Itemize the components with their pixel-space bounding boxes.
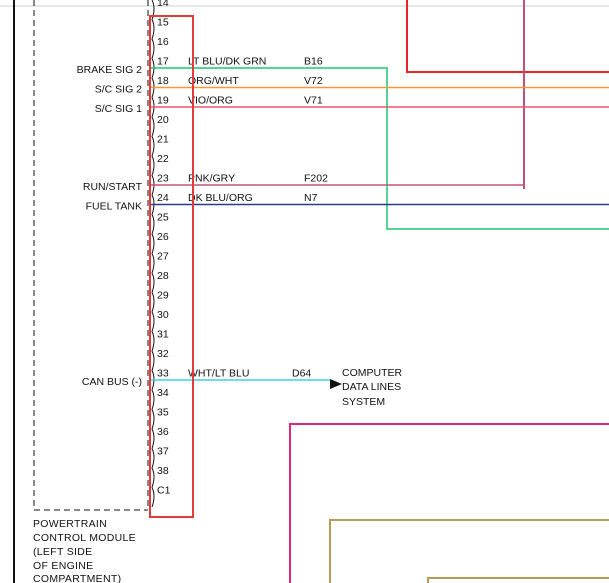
pin-number: 31 [157, 329, 169, 341]
connector-pin-row: 33 WHT/LT BLU D64 [157, 368, 311, 380]
pin-number: 32 [157, 348, 169, 360]
pin-number: 24 [157, 192, 169, 204]
pin-number: C1 [157, 485, 171, 497]
circuit-id-label: D64 [292, 368, 311, 380]
pin-number: 20 [157, 114, 169, 126]
module-label-line-4: OF ENGINE [33, 560, 93, 572]
connector-pin-row: 20 S/C SIG 1 [95, 103, 609, 126]
connector-pin-row: 15 [157, 17, 169, 29]
pin-number: 25 [157, 212, 169, 224]
destination-label-line-3: SYSTEM [342, 396, 385, 408]
tan-wire-lower [427, 577, 609, 583]
circuit-id-label: F202 [304, 173, 328, 185]
pin-number: 38 [157, 465, 169, 477]
pin-number: 35 [157, 407, 169, 419]
connector-pin-row: 26 [157, 231, 169, 243]
pin-number: 36 [157, 426, 169, 438]
pin-number: 19 [157, 95, 169, 107]
connector-pin-row: 38 [157, 465, 169, 477]
pin-number: 29 [157, 290, 169, 302]
connector-pin-row: 28 [157, 270, 169, 282]
magenta-wire-box [289, 423, 609, 583]
connector-pin-row: 19 S/C SIG 2 VIO/ORG V71 [95, 84, 609, 107]
pin-number: 14 [157, 0, 169, 9]
module-label-line-2: CONTROL MODULE [33, 532, 136, 544]
connector-pin-row: 17 LT BLU/DK GRN B16 [157, 56, 323, 68]
connector-pin-row: 30 [157, 309, 169, 321]
connector-pin-row: 25 FUEL TANK [86, 201, 609, 224]
connector-pin-row: 35 [157, 407, 169, 419]
connector-pin-row: 16 [157, 36, 169, 48]
pin-number: 28 [157, 270, 169, 282]
pin-number: 34 [157, 387, 169, 399]
pin-number: 37 [157, 446, 169, 458]
wire-color-label: PNK/GRY [188, 173, 235, 185]
pin-signal-label: S/C SIG 2 [95, 84, 142, 96]
computer-data-lines-arrow [330, 379, 342, 389]
connector-pin-row: 23 PNK/GRY F202 [157, 173, 328, 185]
connector-pin-row: 22 [157, 153, 169, 165]
wire-line [151, 67, 609, 230]
pin-number: 17 [157, 56, 169, 68]
module-label-line-3: (LEFT SIDE [33, 546, 92, 558]
connector-pin-row: C1 [157, 485, 171, 497]
connector-bracket [151, 0, 155, 508]
wire-color-label: WHT/LT BLU [188, 368, 249, 380]
module-label-line-5: COMPARTMENT) [33, 573, 121, 583]
connector-pin-row: 24 RUN/START DK BLU/ORG N7 [83, 181, 524, 204]
connector-pin-row: 27 [157, 251, 169, 263]
module-label-line-1: POWERTRAIN [33, 518, 107, 530]
circuit-id-label: V72 [304, 75, 323, 87]
pin-signal-label: RUN/START [83, 181, 143, 193]
wire-color-label: DK BLU/ORG [188, 192, 253, 204]
highlight-box [149, 15, 194, 518]
circuit-id-label: B16 [304, 56, 323, 68]
red-wire [406, 0, 609, 73]
pin-signal-label: CAN BUS (-) [82, 376, 142, 388]
pin-number: 21 [157, 134, 169, 146]
destination-label-line-1: COMPUTER [342, 367, 403, 379]
connector-pin-row: 29 [157, 290, 169, 302]
pin-number: 23 [157, 173, 169, 185]
wire-color-label: LT BLU/DK GRN [188, 56, 266, 68]
pin-number: 30 [157, 309, 169, 321]
pin-signal-label: BRAKE SIG 2 [77, 64, 143, 76]
tan-wire-box [329, 519, 609, 583]
connector-pin-row: 34 CAN BUS (-) [82, 376, 330, 399]
pin-number: 26 [157, 231, 169, 243]
pin-number: 22 [157, 153, 169, 165]
connector-pin-row: 31 [157, 329, 169, 341]
connector-pin-row: 14 [157, 0, 169, 9]
wire-color-label: VIO/ORG [188, 95, 233, 107]
pin-number: 33 [157, 368, 169, 380]
pin-signal-label: S/C SIG 1 [95, 103, 142, 115]
connector-pin-row: 36 [157, 426, 169, 438]
pin-number: 16 [157, 36, 169, 48]
connector-pin-row: 21 [157, 134, 169, 146]
circuit-id-label: N7 [304, 192, 318, 204]
pin-number: 27 [157, 251, 169, 263]
pin-signal-label: FUEL TANK [86, 201, 142, 213]
connector-pin-row: 37 [157, 446, 169, 458]
connector-pin-row: 18 BRAKE SIG 2 ORG/WHT V72 [77, 64, 609, 230]
circuit-id-label: V71 [304, 95, 323, 107]
connector-pin-row: 32 [157, 348, 169, 360]
wire-color-label: ORG/WHT [188, 75, 239, 87]
destination-label-line-2: DATA LINES [342, 381, 401, 393]
connector-pins: 14 15 16 17 LT BLU/DK GRN B16 18 BRAKE SIG 2 ORG… [77, 0, 609, 497]
pin-number: 18 [157, 75, 169, 87]
pin-number: 15 [157, 17, 169, 29]
